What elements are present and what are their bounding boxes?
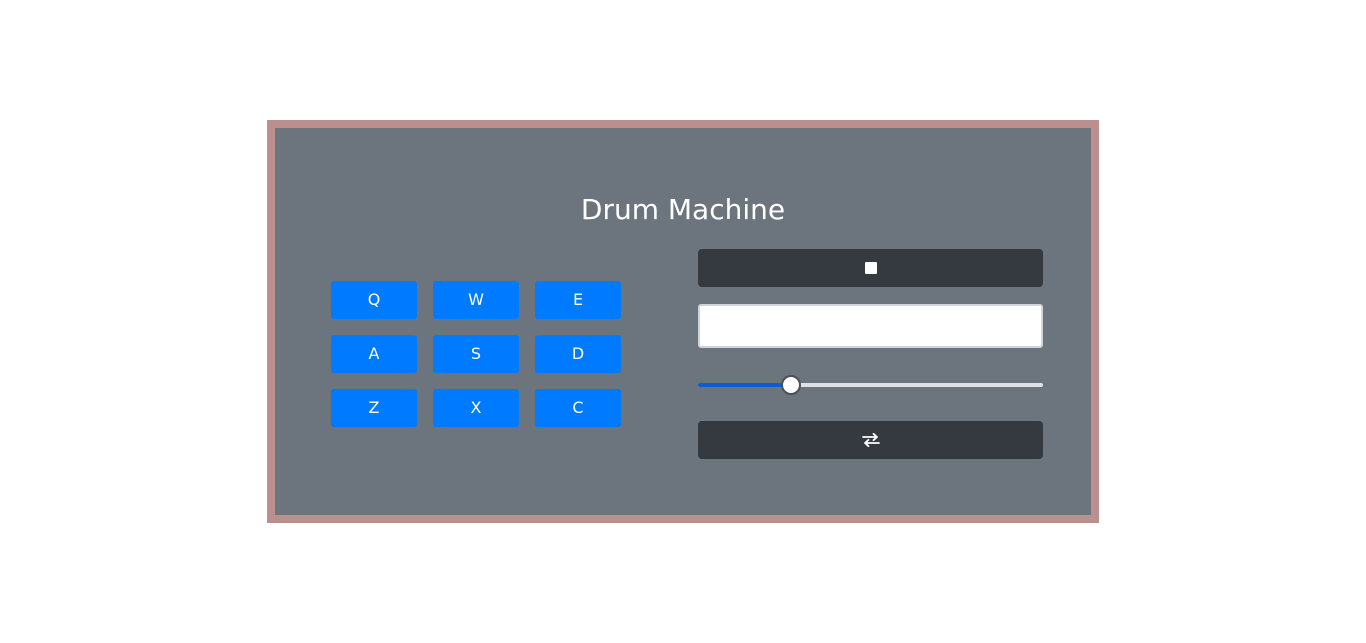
drum-pad-s[interactable]: S [433,335,519,373]
drum-pad-c[interactable]: C [535,389,621,427]
power-button[interactable] [698,249,1043,287]
drum-pad-d[interactable]: D [535,335,621,373]
drum-machine: Drum Machine Q W E A S D Z X C [267,120,1099,523]
drum-pad-x[interactable]: X [433,389,519,427]
drum-pad-z[interactable]: Z [331,389,417,427]
drum-pad-grid: Q W E A S D Z X C [331,281,622,427]
app-title: Drum Machine [580,193,786,226]
drum-pad-a[interactable]: A [331,335,417,373]
drum-pad-q[interactable]: Q [331,281,417,319]
volume-slider-track[interactable] [698,383,1043,387]
swap-arrows-icon [861,433,880,447]
display-screen [698,304,1043,348]
volume-slider-fill [698,383,791,387]
stop-icon [864,262,877,274]
drum-pad-e[interactable]: E [535,281,621,319]
volume-slider-thumb[interactable] [781,375,801,395]
volume-slider[interactable] [698,373,1043,397]
drum-pad-w[interactable]: W [433,281,519,319]
bank-switch-button[interactable] [698,421,1043,459]
